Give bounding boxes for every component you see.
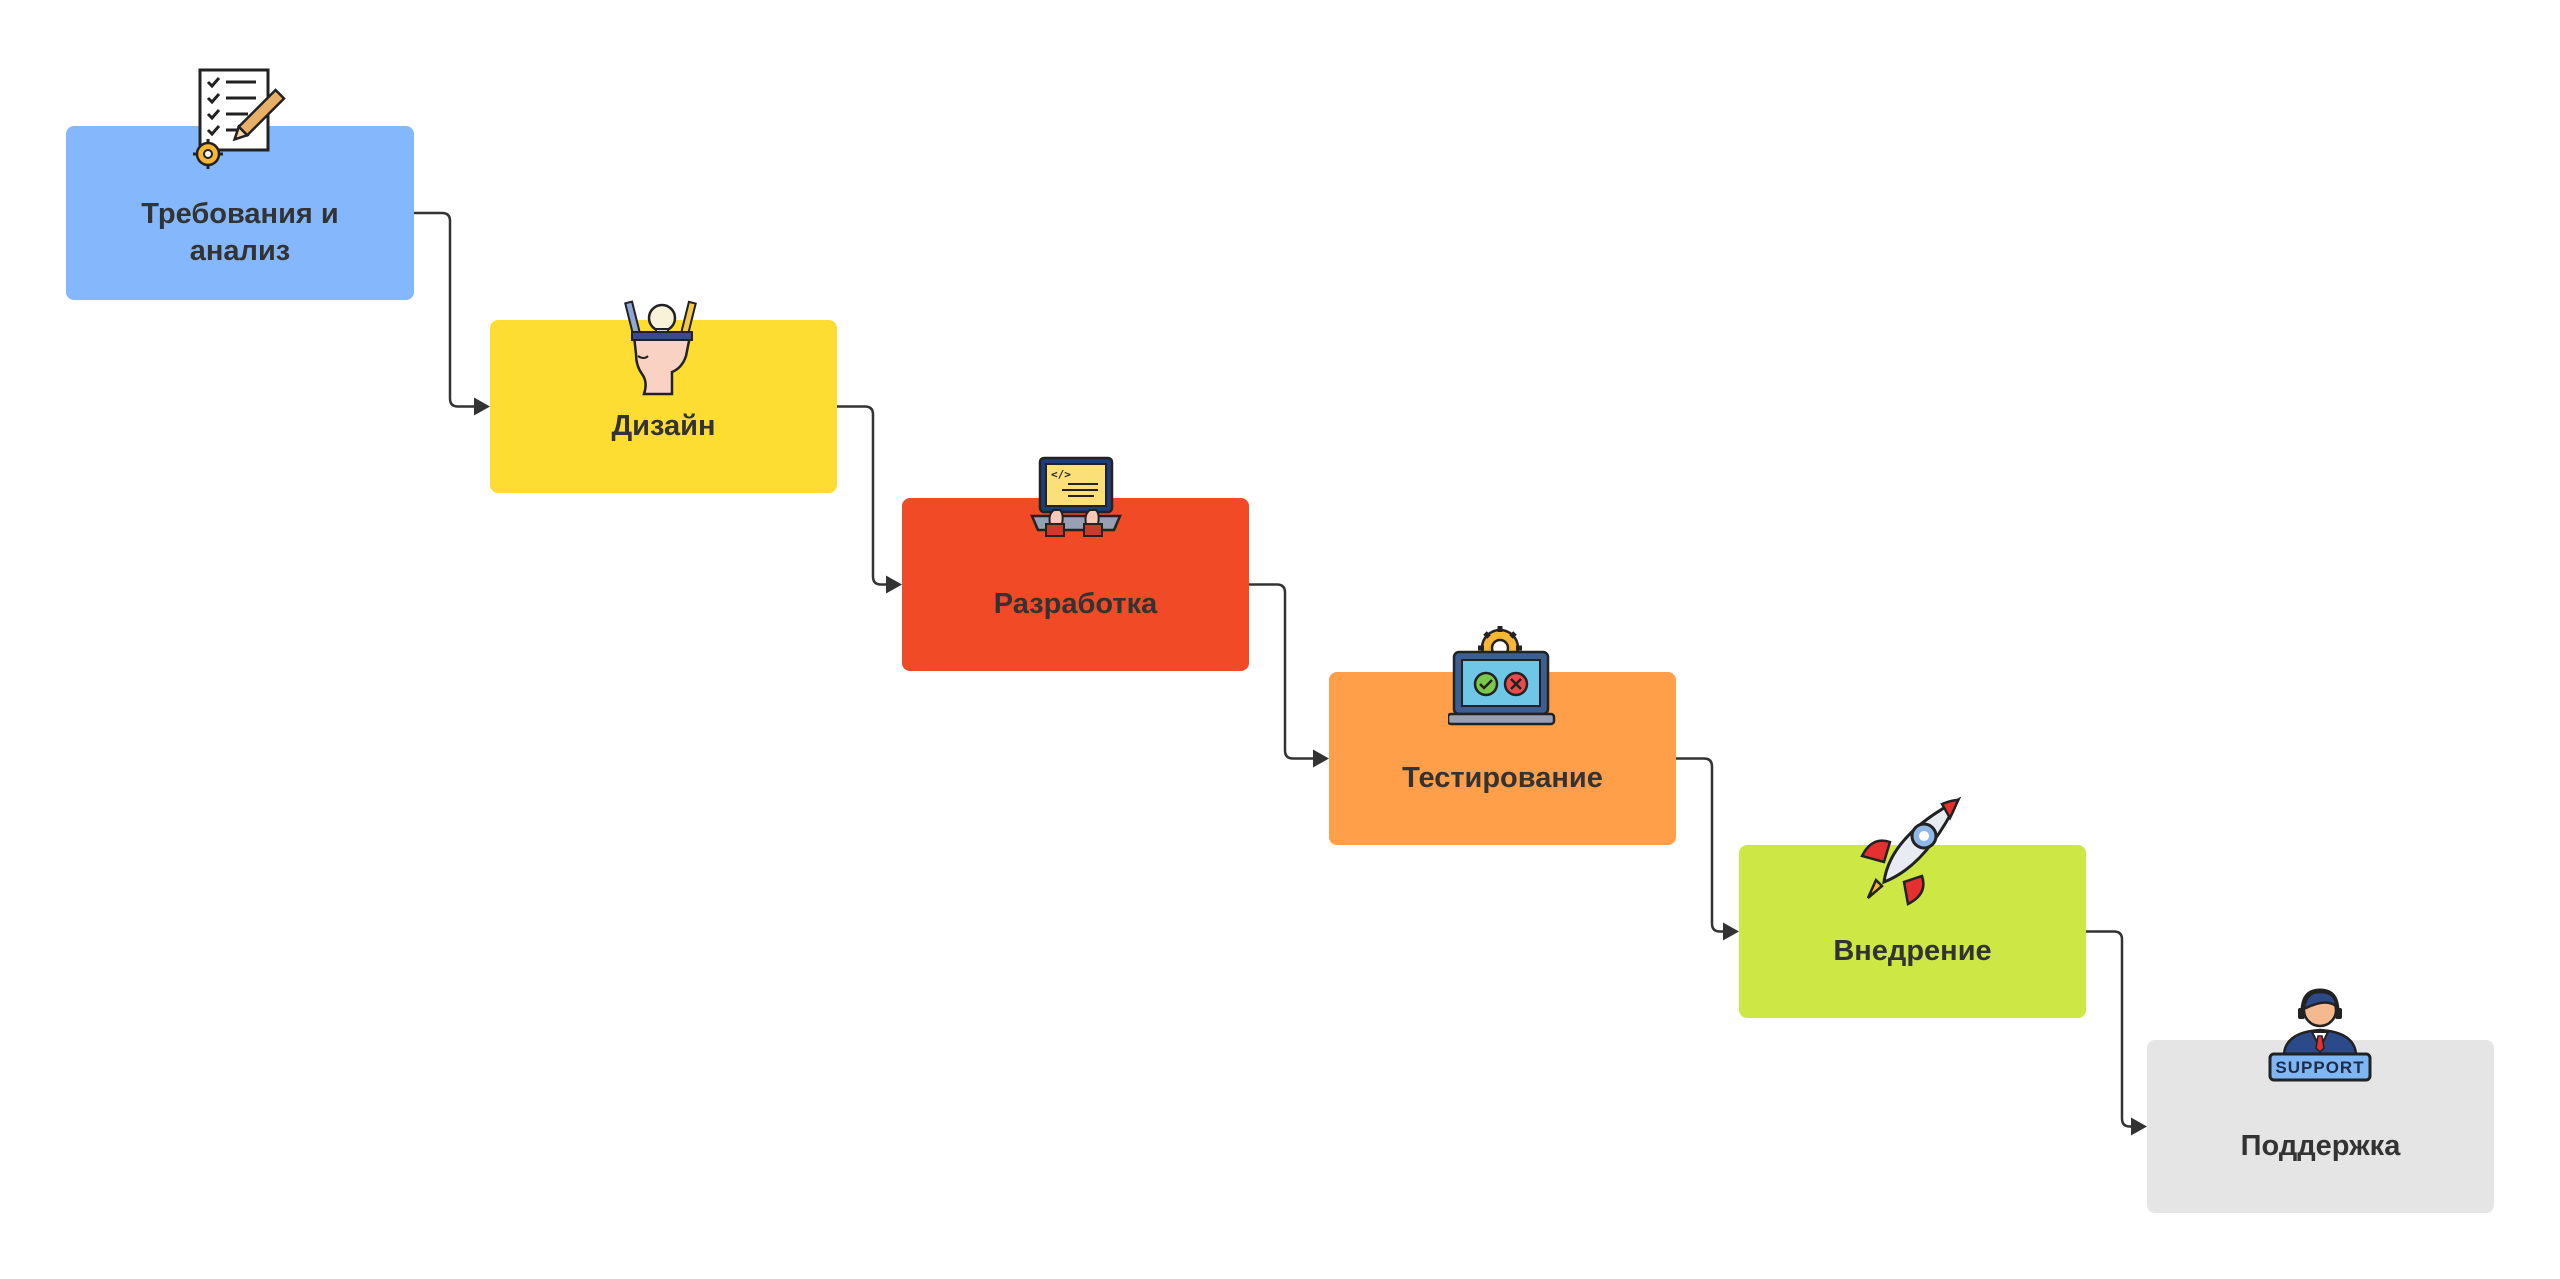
- stage-deployment[interactable]: Внедрение: [1739, 845, 2086, 1018]
- connector-line: [1676, 757, 1725, 933]
- stage-label-deployment: Внедрение: [1833, 935, 1992, 967]
- svg-text:</>: </>: [1051, 468, 1071, 481]
- coding-laptop-icon: </>: [1030, 456, 1122, 537]
- stage-label-testing: Тестирование: [1402, 762, 1603, 794]
- stage-label-requirements: Требования и анализ: [141, 198, 339, 267]
- connector-arrowhead: [474, 397, 490, 416]
- requirements-checklist-icon: [193, 68, 286, 169]
- connector-arrowhead: [1723, 922, 1739, 941]
- support-agent-icon: SUPPORT: [2268, 988, 2372, 1082]
- connector-arrowhead: [2131, 1117, 2147, 1136]
- connector-line: [2086, 930, 2133, 1128]
- stage-development[interactable]: Разработка: [902, 498, 1249, 671]
- testing-laptop-gear-icon: [1448, 626, 1556, 726]
- support-badge-text: SUPPORT: [2275, 1058, 2364, 1077]
- stage-requirements[interactable]: Требования и анализ: [66, 126, 414, 300]
- connector-line: [414, 211, 476, 408]
- connector-arrowhead: [1313, 749, 1329, 768]
- connector-line: [1249, 583, 1315, 760]
- stage-label-development: Разработка: [993, 588, 1158, 620]
- rocket-launch-icon: [1860, 796, 1962, 906]
- connector-line: [837, 405, 888, 586]
- connector-arrowhead: [886, 575, 902, 594]
- design-idea-head-icon: [624, 300, 697, 396]
- stage-label-design: Дизайн: [611, 410, 716, 442]
- stage-label-support: Поддержка: [2240, 1130, 2401, 1162]
